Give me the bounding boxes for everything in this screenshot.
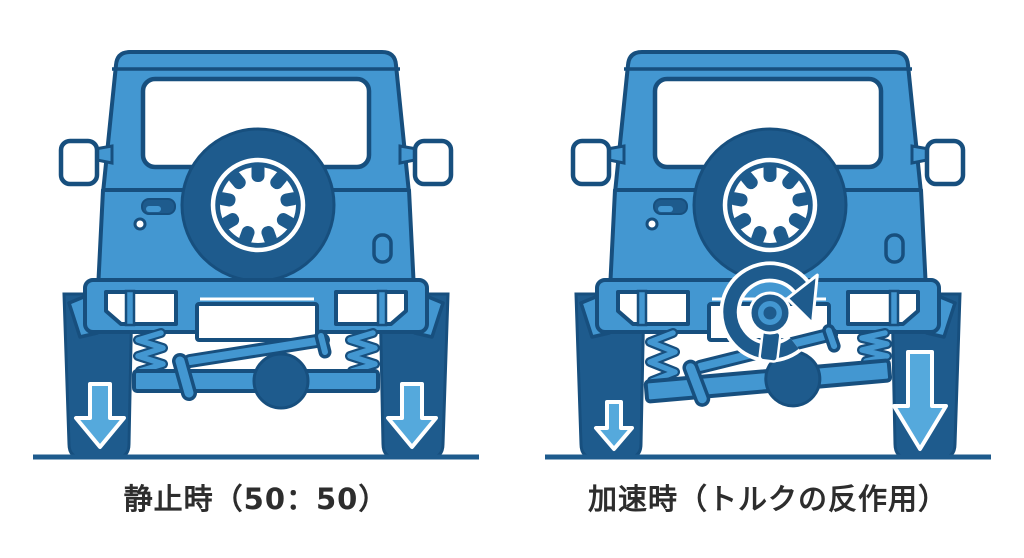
vehicle-illustration-acceleration [512, 0, 1024, 470]
driveshaft-stem [758, 329, 782, 363]
caption-static: 静止時（50：50） [123, 482, 389, 516]
panel-static: 静止時（50：50） [0, 0, 512, 516]
panel-acceleration: 加速時（トルクの反作用） [512, 0, 1024, 558]
suspension [134, 328, 378, 408]
vehicle-illustration-static [0, 0, 512, 470]
caption-acceleration: 加速時（トルクの反作用） [587, 482, 948, 516]
suspension [642, 326, 891, 419]
down-arrow-right-icon [892, 350, 948, 451]
down-arrow-left-icon [594, 400, 634, 451]
down-arrow-left-icon [74, 382, 126, 449]
torque-rotation-icon [719, 261, 819, 363]
down-arrow-right-icon [386, 382, 438, 449]
